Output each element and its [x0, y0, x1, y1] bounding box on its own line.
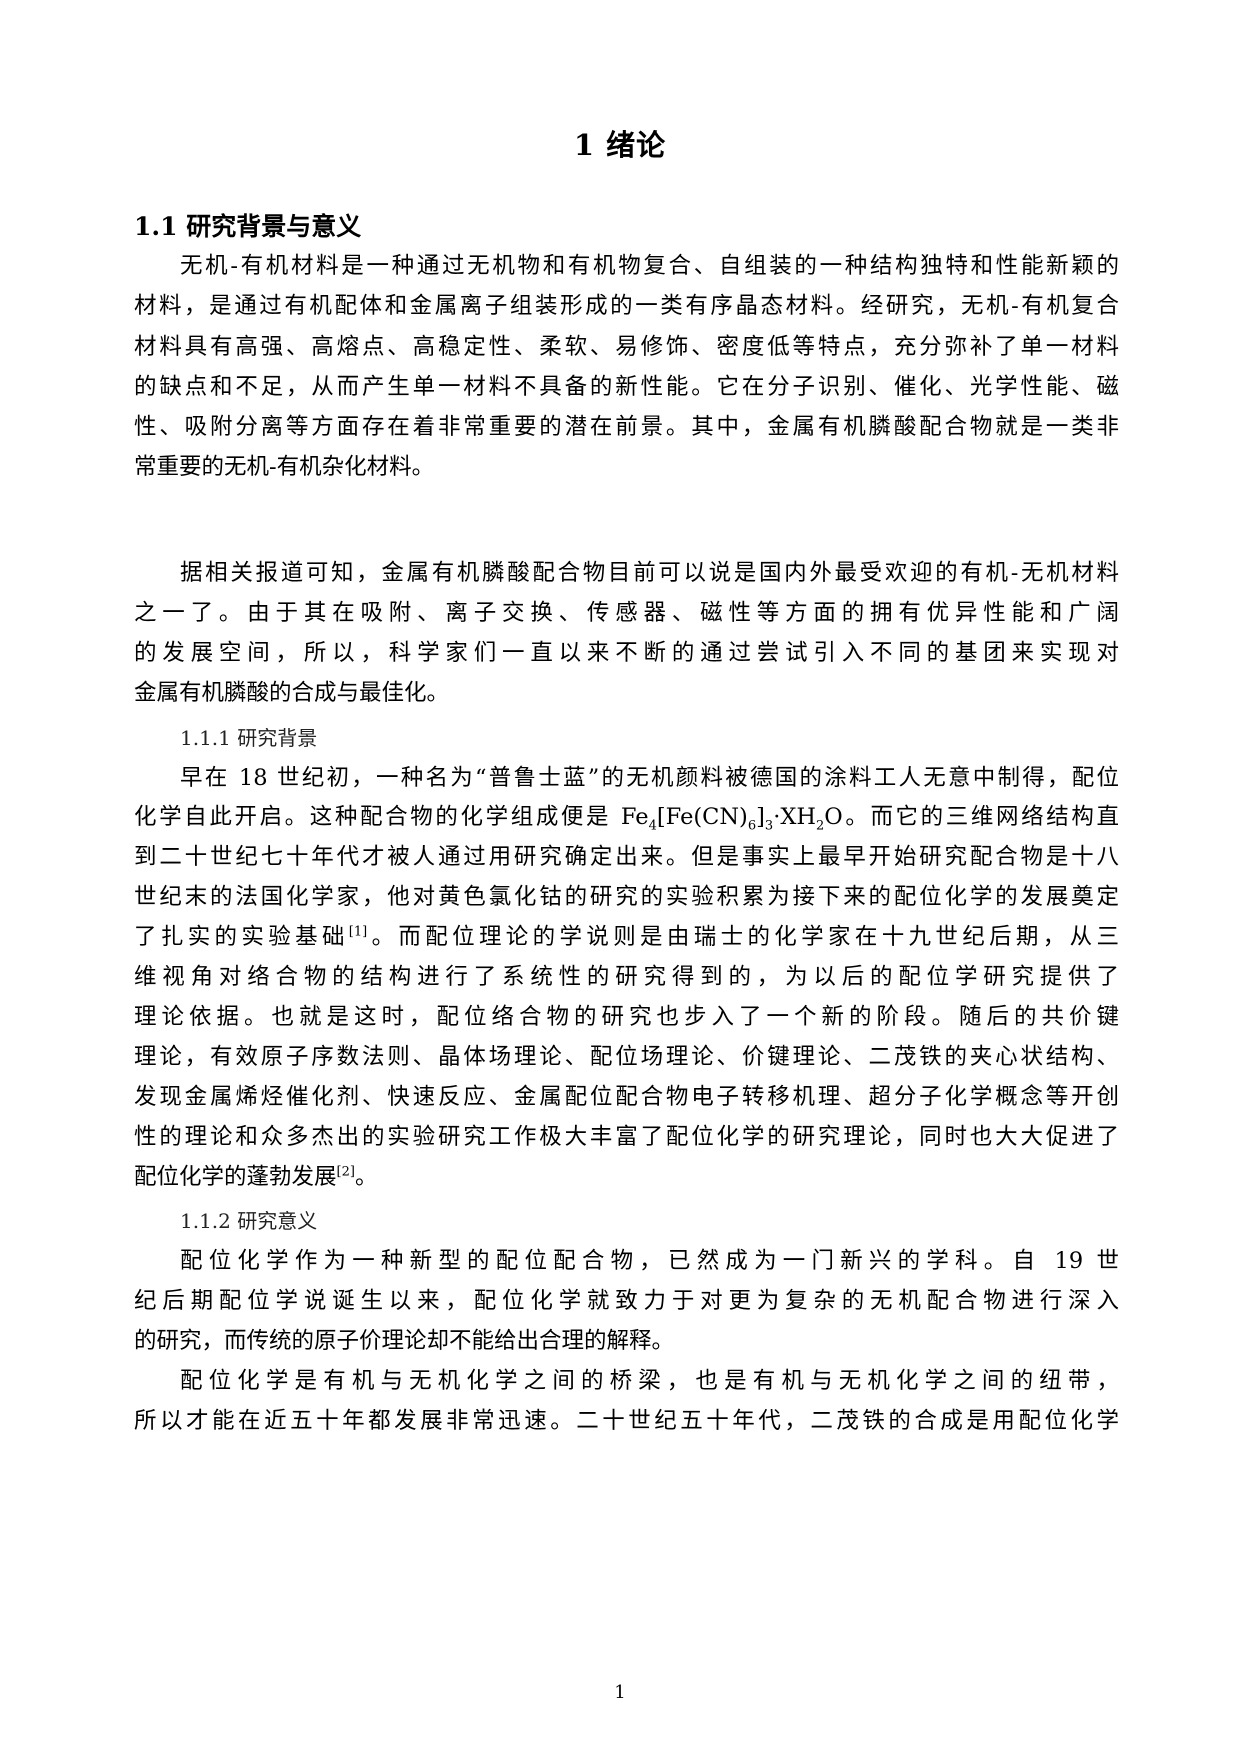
- paragraph-line: 性的理论和众多杰出的实验研究工作极大丰富了配位化学的研究理论，同时也大大促进了: [134, 1124, 1119, 1150]
- paragraph-line: 据相关报道可知，金属有机膦酸配合物目前可以说是国内外最受欢迎的有机-无机材料: [180, 560, 1119, 586]
- chemical-formula: Fe4[Fe(CN)6]3·XH2O: [620, 804, 843, 834]
- page-number: 1: [614, 1682, 626, 1703]
- paragraph-line: 纪后期配位学说诞生以来，配位化学就致力于对更为复杂的无机配合物进行深入: [134, 1288, 1119, 1314]
- text-span: 。而它的三维网络结构直: [842, 804, 1119, 830]
- paragraph-line: 世纪末的法国化学家，他对黄色氯化钴的研究的实验积累为接下来的配位化学的发展奠定: [134, 884, 1119, 910]
- paragraph-line: 理论依据。也就是这时，配位络合物的研究也步入了一个新的阶段。随后的共价键: [134, 1004, 1119, 1030]
- paragraph-line: 材料，是通过有机配体和金属离子组装形成的一类有序晶态材料。经研究，无机-有机复合: [134, 293, 1119, 319]
- paragraph-line: 所以才能在近五十年都发展非常迅速。二十世纪五十年代，二茂铁的合成是用配位化学: [134, 1408, 1119, 1434]
- citation-ref[interactable]: [1]: [348, 924, 368, 940]
- chapter-title: 1 绪论: [573, 128, 667, 162]
- subsection-title: 1.1.1 研究背景: [180, 726, 318, 750]
- paragraph-line: 配位化学的蓬勃发展[2]。: [134, 1164, 378, 1190]
- paragraph-line: 发现金属烯烃催化剂、快速反应、金属配位配合物电子转移机理、超分子化学概念等开创: [134, 1084, 1119, 1110]
- paragraph-line: 的缺点和不足，从而产生单一材料不具备的新性能。它在分子识别、催化、光学性能、磁: [134, 374, 1119, 400]
- paragraph-line: 到二十世纪七十年代才被人通过用研究确定出来。但是事实上最早开始研究配合物是十八: [134, 844, 1119, 870]
- paragraph-line: 配位化学是有机与无机化学之间的桥梁，也是有机与无机化学之间的纽带，: [180, 1368, 1119, 1394]
- paragraph-line: 化学自此开启。这种配合物的化学组成便是 Fe4[Fe(CN)6]3·XH2O。而…: [134, 802, 1119, 834]
- paragraph-line: 理论，有效原子序数法则、晶体场理论、配位场理论、价键理论、二茂铁的夹心状结构、: [134, 1044, 1119, 1070]
- paragraph-line: 的研究，而传统的原子价理论却不能给出合理的解释。: [134, 1328, 675, 1354]
- paragraph-line: 常重要的无机-有机杂化材料。: [134, 454, 435, 480]
- paragraph-line: 材料具有高强、高熔点、高稳定性、柔软、易修饰、密度低等特点，充分弥补了单一材料: [134, 334, 1119, 360]
- paragraph-line: 配位化学作为一种新型的配位配合物，已然成为一门新兴的学科。自 19 世: [180, 1248, 1119, 1274]
- citation-ref[interactable]: [2]: [336, 1164, 355, 1180]
- subsection-title: 1.1.2 研究意义: [180, 1209, 318, 1233]
- paragraph-line: 了扎实的实验基础[1]。而配位理论的学说则是由瑞士的化学家在十九世纪后期，从三: [134, 924, 1119, 950]
- text-span: 化学自此开启。这种配合物的化学组成便是: [134, 804, 612, 830]
- paragraph-line: 之一了。由于其在吸附、离子交换、传感器、磁性等方面的拥有优异性能和广阔: [134, 600, 1119, 626]
- paragraph-line: 金属有机膦酸的合成与最佳化。: [134, 680, 450, 706]
- paragraph-line: 性、吸附分离等方面存在着非常重要的潜在前景。其中，金属有机膦酸配合物就是一类非: [134, 414, 1119, 440]
- paragraph-line: 的发展空间，所以，科学家们一直以来不断的通过尝试引入不同的基团来实现对: [134, 640, 1119, 666]
- paragraph-line: 早在 18 世纪初，一种名为“普鲁士蓝”的无机颜料被德国的涂料工人无意中制得，配…: [180, 765, 1119, 791]
- section-title: 1.1 研究背景与意义: [134, 212, 362, 241]
- paragraph-line: 维视角对络合物的结构进行了系统性的研究得到的，为以后的配位学研究提供了: [134, 964, 1119, 990]
- paragraph-line: 无机-有机材料是一种通过无机物和有机物复合、自组装的一种结构独特和性能新颖的: [180, 253, 1119, 279]
